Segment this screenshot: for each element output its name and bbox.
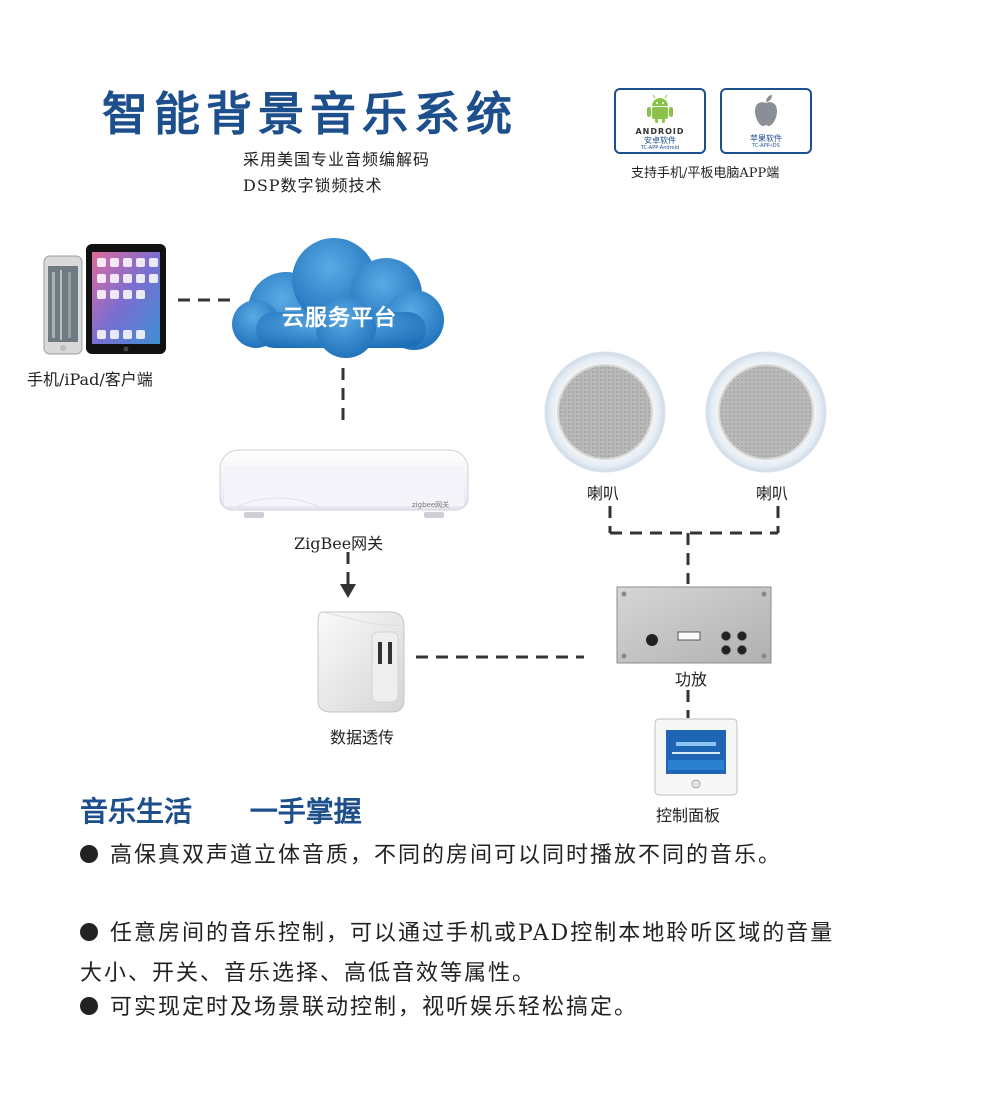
control-panel-device bbox=[654, 718, 738, 796]
bullet-icon bbox=[80, 997, 98, 1015]
cloud-icon bbox=[232, 238, 444, 358]
clients-label: 手机/iPad/客户端 bbox=[27, 370, 153, 389]
feature-item-1: 高保真双声道立体音质，不同的房间可以同时播放不同的音乐。 bbox=[80, 836, 840, 876]
ios-badge[interactable]: 苹果软件 TC-APP-iOS bbox=[720, 88, 812, 154]
data-module-device bbox=[317, 611, 405, 713]
section-title-a: 音乐生活 bbox=[80, 795, 193, 828]
apple-icon bbox=[755, 95, 777, 126]
ios-name: 苹果软件 bbox=[750, 134, 782, 143]
feature-text-1: 高保真双声道立体音质，不同的房间可以同时播放不同的音乐。 bbox=[110, 843, 783, 868]
android-icon bbox=[647, 94, 673, 123]
android-brand: ANDROID bbox=[635, 127, 685, 136]
zigbee-gateway-device bbox=[219, 449, 469, 518]
speaker-right bbox=[705, 351, 827, 473]
badge-caption: 支持手机/平板电脑APP端 bbox=[631, 166, 780, 181]
android-code: TC-APP-Android bbox=[640, 145, 680, 151]
speaker-left bbox=[544, 351, 666, 473]
feature-text-3: 可实现定时及场景联动控制，视听娱乐轻松搞定。 bbox=[110, 995, 639, 1020]
transparent-label: 数据透传 bbox=[330, 728, 395, 747]
gateway-label: ZigBee网关 bbox=[294, 534, 384, 553]
bullet-icon bbox=[80, 923, 98, 941]
feature-item-2: 任意房间的音乐控制，可以通过手机或PAD控制本地聆听区域的音量大小、开关、音乐选… bbox=[80, 914, 840, 994]
page-title: 智能背景音乐系统 bbox=[102, 87, 518, 141]
android-badge[interactable]: ANDROID 安卓软件 TC-APP-Android bbox=[614, 88, 706, 154]
feature-text-2: 任意房间的音乐控制，可以通过手机或PAD控制本地聆听区域的音量大小、开关、音乐选… bbox=[80, 921, 835, 986]
amplifier-device bbox=[616, 586, 772, 664]
bullet-icon bbox=[80, 845, 98, 863]
speaker-right-label: 喇叭 bbox=[756, 484, 789, 503]
android-name: 安卓软件 bbox=[644, 136, 676, 145]
phone-ipad-icon bbox=[43, 244, 166, 355]
amp-label: 功放 bbox=[675, 670, 708, 689]
feature-item-3: 可实现定时及场景联动控制，视听娱乐轻松搞定。 bbox=[80, 988, 840, 1028]
speaker-left-label: 喇叭 bbox=[587, 484, 620, 503]
subtitle-line-2: DSP数字锁频技术 bbox=[243, 176, 383, 195]
panel-label: 控制面板 bbox=[656, 806, 721, 825]
subtitle-line-1: 采用美国专业音频编解码 bbox=[243, 150, 431, 169]
gateway-device-text: zigbee网关 bbox=[412, 501, 450, 509]
cloud-label: 云服务平台 bbox=[282, 306, 398, 331]
section-heading: 音乐生活 一手掌握 bbox=[80, 790, 362, 830]
section-title-b: 一手掌握 bbox=[249, 795, 362, 828]
ios-code: TC-APP-iOS bbox=[752, 143, 780, 149]
